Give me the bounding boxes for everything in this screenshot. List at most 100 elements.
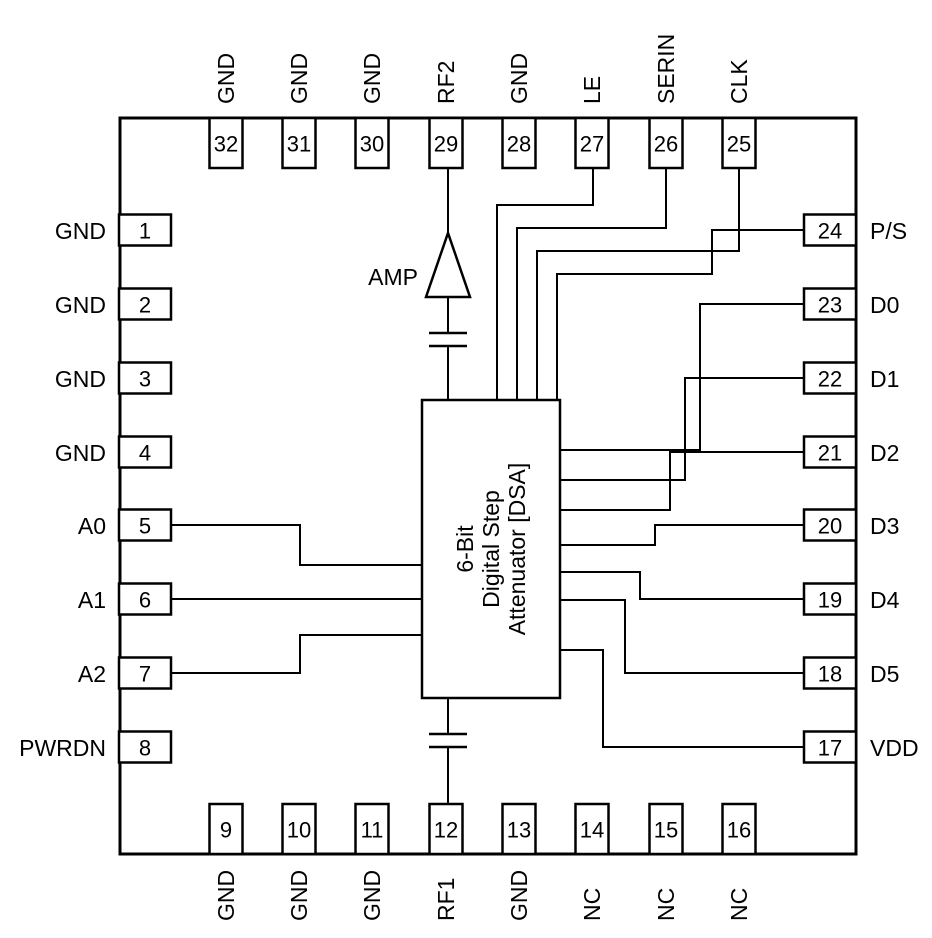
pin-number: 2	[139, 293, 151, 318]
dsa-block-line-1: 6-Bit	[452, 525, 478, 573]
dsa-block-line-3: Attenuator [DSA]	[504, 463, 530, 636]
pin-box	[802, 361, 858, 395]
pin-number: 24	[818, 219, 842, 244]
pin-box	[117, 730, 173, 764]
pin-box	[354, 116, 390, 170]
pin-label: D2	[870, 440, 899, 466]
pin-number: 5	[139, 514, 151, 539]
pin-box	[117, 213, 173, 247]
pin-box	[428, 116, 464, 170]
pin-box	[802, 508, 858, 542]
pin-label: GND	[506, 870, 532, 921]
pin-number: 8	[139, 736, 151, 761]
pin-label: A1	[78, 587, 106, 613]
pin-label: RF2	[433, 61, 459, 104]
pin-label: PWRDN	[19, 735, 106, 761]
pin-label: NC	[579, 888, 605, 921]
pin-right-22: 22 D1	[802, 361, 899, 395]
pin-label: D3	[870, 513, 899, 539]
pin-label: D4	[870, 587, 900, 613]
pin-label: D1	[870, 366, 899, 392]
pin-box	[117, 287, 173, 321]
pin-number: 12	[434, 818, 458, 843]
wire-serin	[516, 168, 667, 400]
pin-number: 4	[139, 441, 151, 466]
pin-box	[802, 730, 858, 764]
pin-label: P/S	[870, 218, 907, 244]
pin-label: GND	[506, 53, 532, 104]
pin-label: GND	[286, 870, 312, 921]
pin-label: GND	[55, 292, 106, 318]
pin-box	[117, 582, 173, 616]
wire-a0	[171, 524, 422, 566]
pin-box	[721, 116, 757, 170]
pin-box	[354, 802, 390, 856]
pin-box	[117, 435, 173, 469]
wires-layer	[171, 168, 804, 748]
pin-label: A2	[78, 661, 106, 687]
pin-left-7: 7 A2	[78, 656, 173, 690]
pin-top-28: 28 GND	[501, 53, 537, 170]
pin-number: 26	[654, 132, 678, 157]
pin-number: 30	[360, 132, 384, 157]
pin-number: 1	[139, 219, 151, 244]
pin-number: 27	[580, 132, 604, 157]
pin-box	[501, 802, 537, 856]
pin-number: 32	[214, 132, 238, 157]
pin-number: 31	[287, 132, 311, 157]
pin-number: 25	[727, 132, 751, 157]
pin-box	[117, 361, 173, 395]
pin-box	[501, 116, 537, 170]
pin-number: 13	[507, 818, 531, 843]
pin-number: 22	[818, 367, 842, 392]
pin-box	[802, 435, 858, 469]
pin-label: RF1	[433, 878, 459, 921]
pin-number: 10	[287, 818, 311, 843]
pin-label: A0	[78, 513, 106, 539]
pin-number: 11	[361, 818, 384, 843]
wire-a2	[171, 634, 422, 674]
bottom-capacitor-icon	[429, 732, 467, 749]
pin-label: GND	[55, 440, 106, 466]
pin-label: VDD	[870, 735, 919, 761]
pin-left-8: 8 PWRDN	[19, 730, 173, 764]
pin-number: 16	[727, 818, 751, 843]
amp-triangle-icon	[424, 229, 472, 299]
pin-number: 6	[139, 588, 151, 613]
pin-left-4: 4 GND	[55, 435, 173, 469]
pin-box	[648, 802, 684, 856]
pin-number: 28	[507, 132, 531, 157]
wire-vdd	[560, 649, 804, 748]
pin-number: 14	[580, 818, 604, 843]
wire-d1	[560, 377, 804, 481]
pin-label: GND	[55, 366, 106, 392]
pin-number: 15	[654, 818, 678, 843]
wire-d2	[560, 451, 804, 511]
pin-label: LE	[579, 76, 605, 104]
pin-number: 7	[139, 662, 151, 687]
amp-label: AMP	[368, 264, 418, 290]
dsa-block	[420, 398, 562, 700]
pin-left-2: 2 GND	[55, 287, 173, 321]
pin-right-24: 24 P/S	[802, 213, 907, 247]
